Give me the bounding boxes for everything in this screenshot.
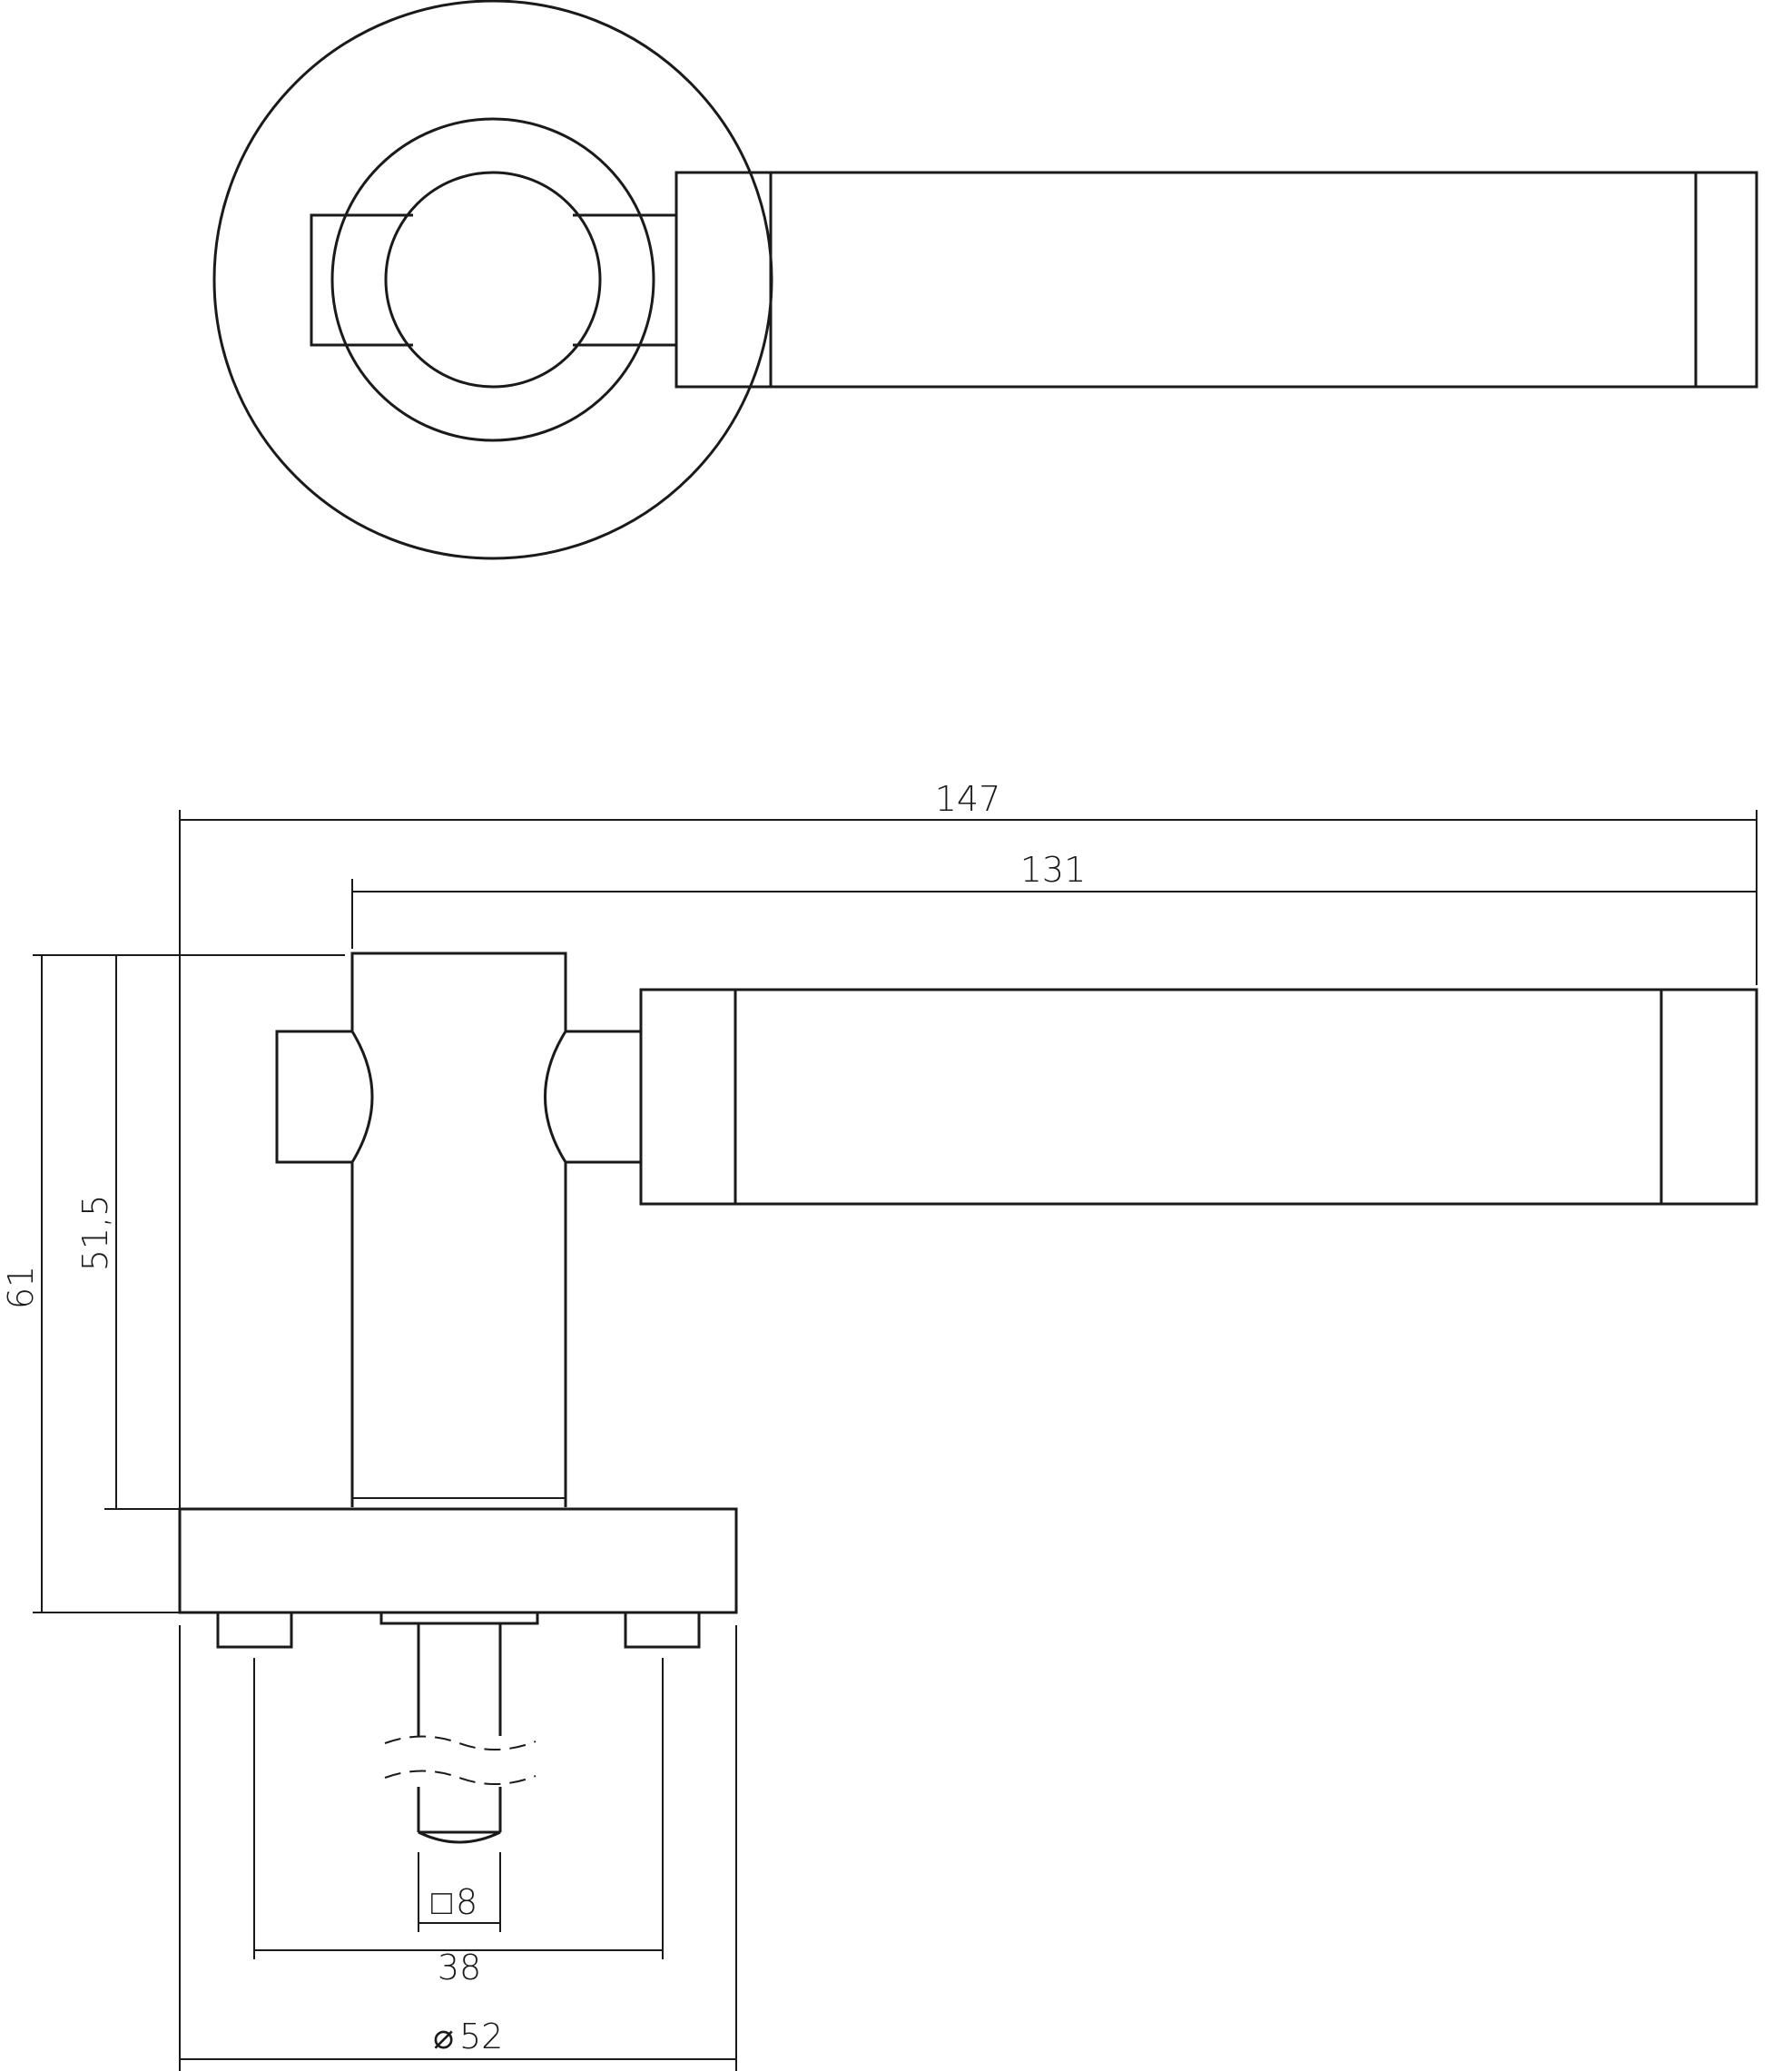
- diameter-symbol: ⌀: [433, 2017, 454, 2056]
- break-line-top: [384, 1735, 537, 1750]
- spindle-lower: [417, 1787, 502, 1832]
- neck-body: [350, 952, 567, 1507]
- label-diameter-52: ⌀ 52: [433, 2017, 503, 2056]
- crossbar-stub-right: [566, 1030, 641, 1164]
- spindle-washer: [379, 1611, 539, 1625]
- label-51-5: 51,5: [75, 1195, 115, 1272]
- crossbar-right: [573, 213, 676, 347]
- top-view: [212, 0, 1758, 560]
- rose-plate: [178, 1507, 738, 1614]
- screw-post-right: [624, 1611, 701, 1649]
- lever-side: [639, 988, 1758, 1206]
- label-8: 8: [456, 1882, 478, 1922]
- label-38: 38: [438, 1948, 481, 1987]
- label-square-8: □ 8: [431, 1882, 478, 1922]
- label-52: 52: [459, 2017, 503, 2056]
- side-view: [178, 952, 1758, 1844]
- screw-post-left: [216, 1611, 293, 1649]
- dimension-labels: 147 131 61 51,5 □ 8 38 ⌀ 52: [1, 779, 1086, 2056]
- rose-inner-ring: [330, 117, 655, 442]
- spindle-tip: [418, 1830, 501, 1844]
- crossbar-left: [310, 213, 413, 347]
- neck-circle: [384, 171, 602, 389]
- label-61: 61: [1, 1266, 41, 1309]
- spindle-upper: [417, 1623, 502, 1736]
- label-147: 147: [935, 779, 1001, 819]
- lever-body: [674, 171, 1758, 389]
- dimension-lines: [33, 810, 1758, 2071]
- label-131: 131: [1020, 850, 1087, 890]
- crossbar-stub-left: [275, 1030, 352, 1164]
- square-symbol: □: [431, 1882, 452, 1922]
- break-line-bottom: [384, 1770, 537, 1785]
- rose-outer-circle: [212, 0, 773, 560]
